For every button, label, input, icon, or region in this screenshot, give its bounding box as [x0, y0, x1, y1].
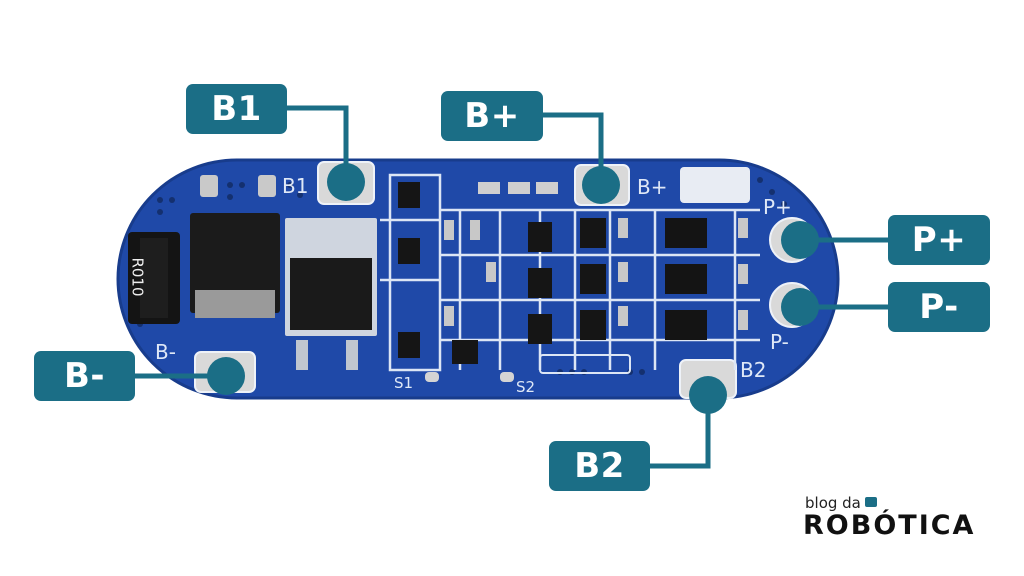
resistor-code: R010	[128, 257, 147, 297]
callout-b-plus: B+	[441, 91, 543, 141]
dot-b2	[689, 376, 727, 414]
dot-p-minus	[781, 288, 819, 326]
brand-small-text: blog da	[805, 494, 861, 512]
silk-s2: S2	[516, 378, 536, 396]
smd-components	[398, 182, 748, 382]
callout-b1: B1	[186, 84, 287, 134]
line-b1	[287, 105, 349, 182]
line-b-plus	[543, 112, 604, 185]
silk-b2: B2	[740, 358, 767, 382]
silk-p-plus: P+	[763, 195, 792, 219]
line-b2	[650, 395, 711, 469]
callout-p-minus: P-	[888, 282, 990, 332]
dot-p-plus	[781, 221, 819, 259]
callout-b2: B2	[549, 441, 650, 491]
silk-p-minus: P-	[770, 330, 789, 354]
silk-s1: S1	[394, 374, 414, 392]
dot-b-minus	[207, 357, 245, 395]
brand-logo-text: ROBÓTICA	[803, 510, 976, 541]
silk-b-plus: B+	[637, 175, 668, 199]
callout-p-plus: P+	[888, 215, 990, 265]
mosfet-left	[190, 213, 280, 313]
brand-registered-mark: ®	[960, 514, 968, 523]
robot-logo-icon	[865, 497, 877, 507]
silk-b1: B1	[282, 174, 309, 198]
dot-b1	[327, 163, 365, 201]
callout-dots	[207, 163, 819, 414]
callout-b-minus: B-	[34, 351, 135, 401]
dot-b-plus	[582, 166, 620, 204]
pad-top-right	[680, 167, 750, 203]
silk-b-minus: B-	[155, 340, 176, 364]
